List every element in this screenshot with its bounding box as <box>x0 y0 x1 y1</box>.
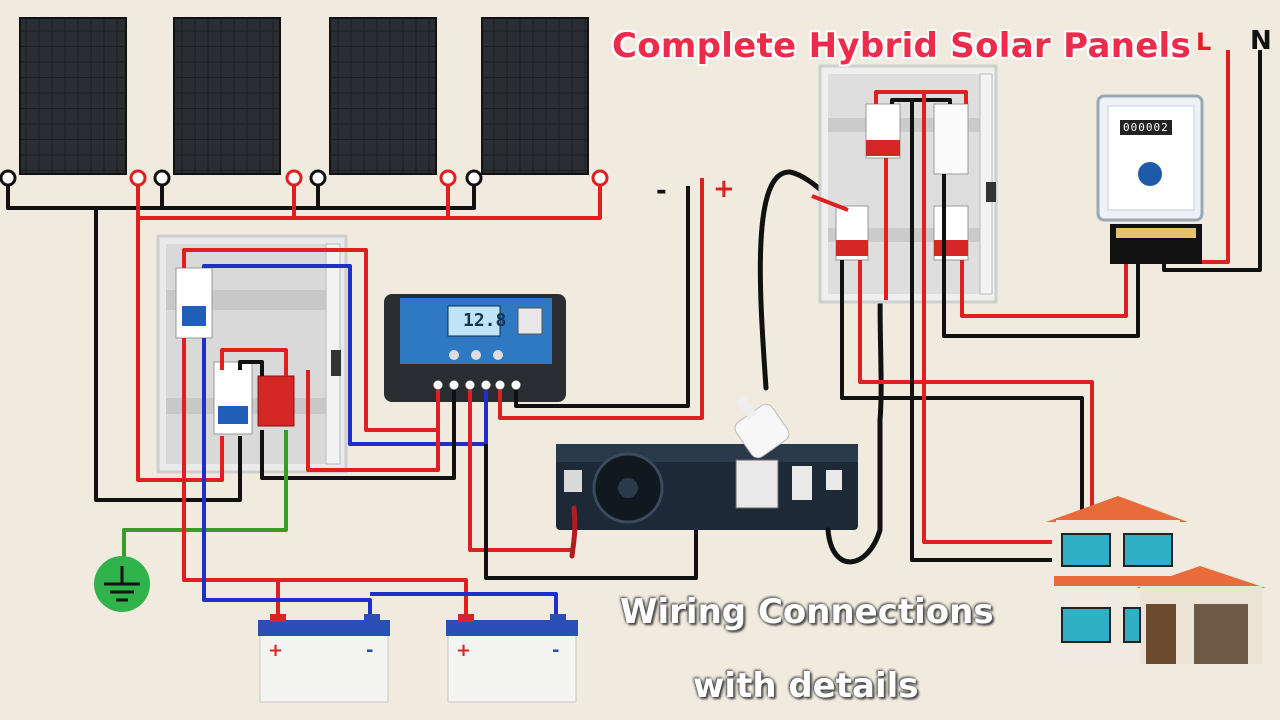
dc-positive-label: + <box>713 174 735 204</box>
svg-text:+: + <box>268 640 283 661</box>
ac-distribution-box <box>818 64 998 304</box>
subtitle-line-2: with details <box>693 666 919 706</box>
dc-negative-label: - <box>656 176 667 206</box>
dc-distribution-box <box>156 234 348 474</box>
energy-meter-reading: 000002 <box>1120 120 1172 135</box>
subtitle-line-1: Wiring Connections <box>620 592 994 632</box>
battery: + - <box>446 614 578 703</box>
charge-controller-display: 12.8 <box>463 310 507 331</box>
solar-panel <box>19 17 127 175</box>
diagram-title: Complete Hybrid Solar Panels <box>612 26 1192 66</box>
svg-text:+: + <box>456 640 471 661</box>
panel-terminal <box>0 169 609 187</box>
solar-panel <box>329 17 437 175</box>
earth-ground-icon <box>94 556 150 612</box>
charge-controller <box>384 294 566 402</box>
house <box>1046 496 1266 664</box>
battery: + - <box>258 614 390 703</box>
neutral-label: N <box>1250 26 1272 56</box>
three-pin-plug-icon <box>734 395 790 459</box>
inverter <box>556 444 858 530</box>
live-label: L <box>1196 28 1212 56</box>
solar-panel <box>481 17 589 175</box>
solar-panel <box>173 17 281 175</box>
svg-text:-: - <box>366 640 373 661</box>
svg-text:-: - <box>552 640 559 661</box>
